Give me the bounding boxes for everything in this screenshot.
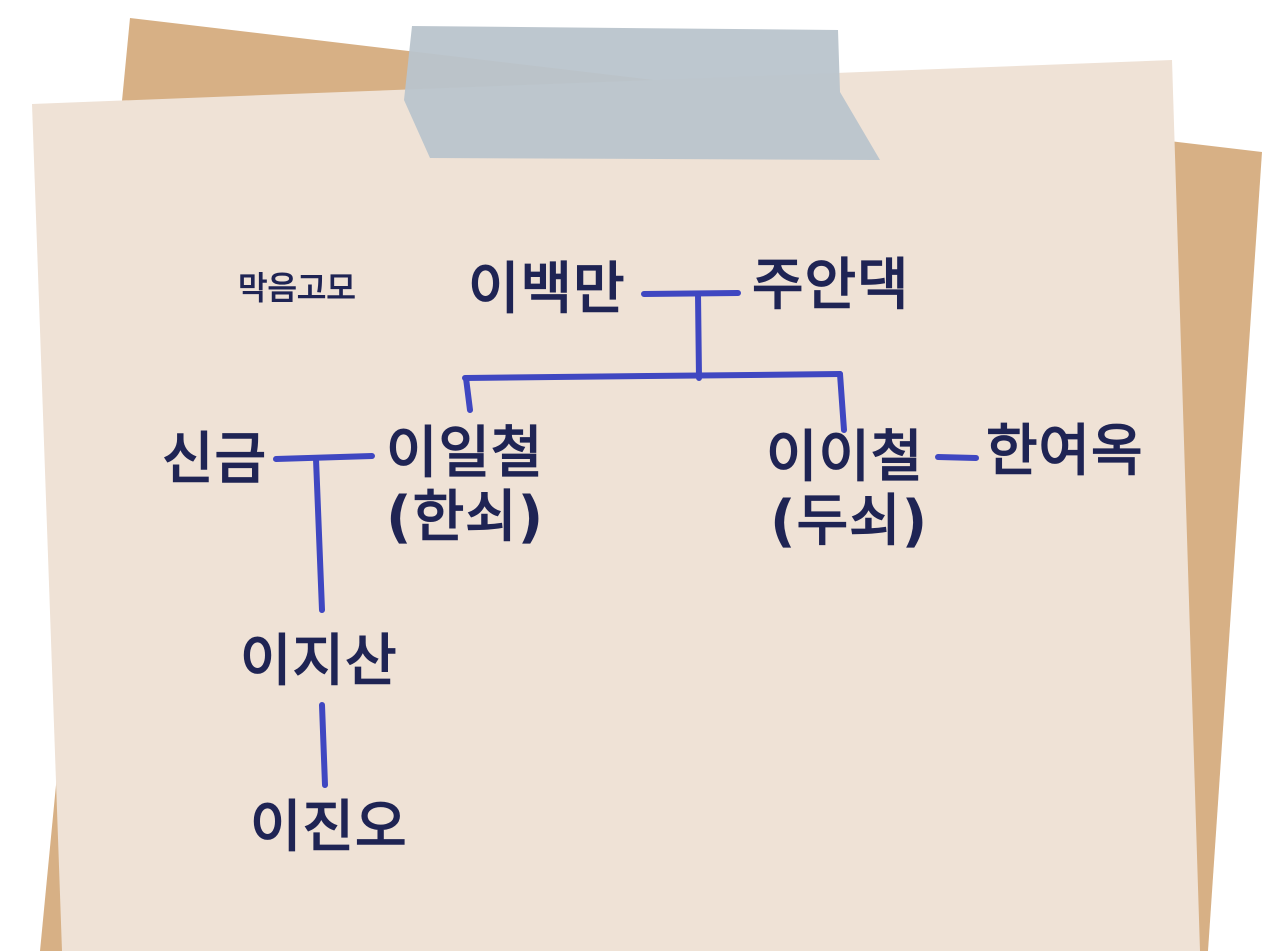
drop-line-ilcheol	[463, 375, 473, 413]
person-ilcheol: 이일철	[386, 421, 544, 486]
couple-line-baekman-juandaek	[641, 290, 741, 297]
couple-line-icheol-hanyeook	[935, 454, 979, 461]
front-paper	[32, 60, 1200, 951]
person-hanyeook: 한여옥	[986, 419, 1144, 484]
descent-line-jino	[319, 702, 328, 788]
descent-line-parents	[695, 291, 702, 381]
sibling-bar	[462, 371, 843, 381]
note-label: 막음고모	[238, 269, 356, 307]
tape	[404, 26, 880, 160]
person-icheol-alias: (두쇠)	[770, 489, 929, 554]
person-jino: 이진오	[250, 795, 408, 860]
person-ilcheol-alias: (한쇠)	[386, 485, 545, 550]
descent-line-jisan	[313, 456, 325, 613]
drop-line-icheol	[837, 371, 847, 433]
person-shingeum: 신금	[162, 427, 268, 492]
couple-line-shingeum-ilcheol	[273, 453, 375, 462]
person-icheol: 이이철	[766, 425, 924, 490]
person-baekman: 이백만	[468, 257, 626, 322]
person-jisan: 이지산	[240, 629, 398, 694]
person-juandaek: 주안댁	[752, 253, 910, 318]
